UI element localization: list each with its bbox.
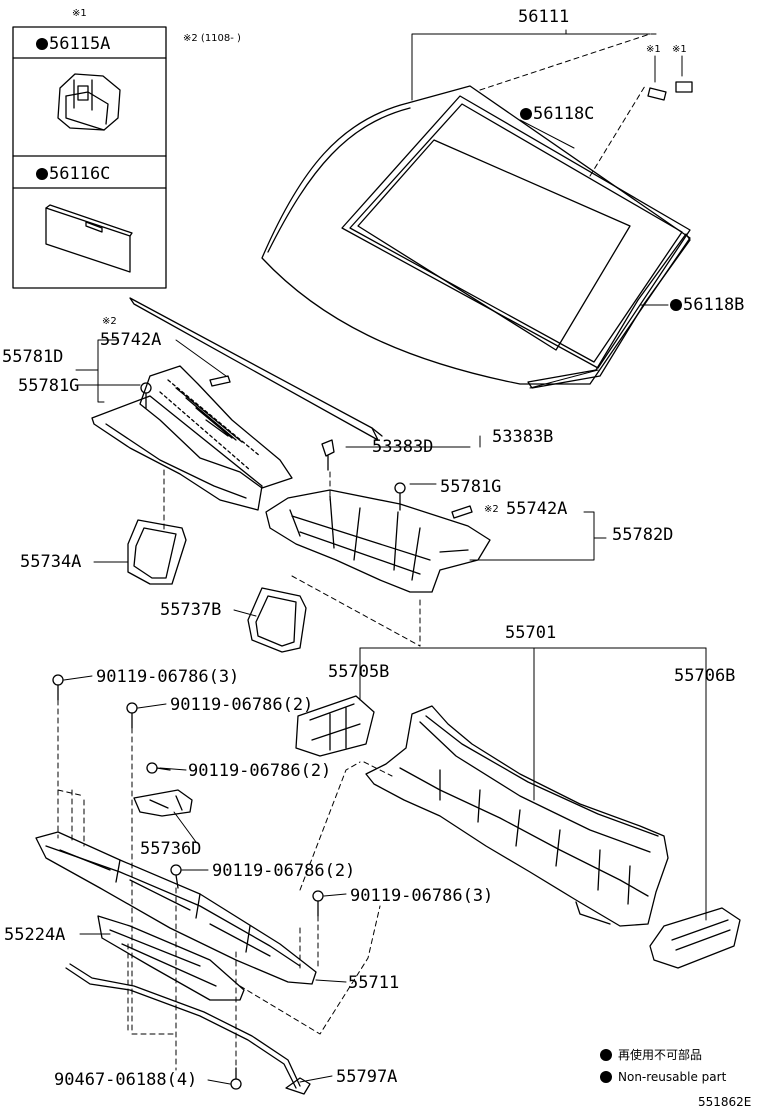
non-reusable-dot-icon [670, 299, 682, 311]
label-90467[interactable]: 90467-06188(4) [54, 1070, 198, 1090]
label-55742A-top[interactable]: 55742A [100, 330, 162, 350]
legend-en: Non-reusable part [600, 1068, 726, 1086]
label-56118B[interactable]: 56118B [670, 296, 744, 314]
label-56116C[interactable]: 56116C [36, 164, 110, 184]
inset-box [12, 26, 167, 289]
label-53383B[interactable]: 53383B [492, 427, 554, 447]
bracket-55706B [649, 907, 741, 969]
label-56115A[interactable]: 56115A [36, 34, 110, 54]
note-1-a: ※1 [646, 44, 661, 55]
label-55782D[interactable]: 55782D [612, 525, 674, 545]
fastener-55781G-mid [394, 482, 406, 511]
cable-55797A [65, 963, 311, 1095]
bracket-55736D [133, 789, 193, 817]
label-55706B[interactable]: 55706B [674, 666, 736, 686]
seal-55734A [127, 519, 187, 585]
non-reusable-dot-icon [520, 108, 532, 120]
windshield-glass [261, 85, 691, 385]
panel-55224A [97, 915, 245, 1001]
label-55224A[interactable]: 55224A [4, 925, 66, 945]
label-bolt-1[interactable]: 90119-06786(3) [96, 667, 240, 687]
label-55734A[interactable]: 55734A [20, 552, 82, 572]
strip-56116C-part [45, 204, 133, 273]
label-55742A-mid[interactable]: 55742A [506, 499, 568, 519]
label-55711[interactable]: 55711 [348, 973, 400, 993]
label-55797A[interactable]: 55797A [336, 1067, 398, 1087]
bolt-guides [57, 699, 381, 1071]
note-2-mid: ※2 [484, 504, 499, 515]
label-56111[interactable]: 56111 [518, 7, 570, 27]
label-55736D[interactable]: 55736D [140, 839, 202, 859]
label-bolt-2[interactable]: 90119-06786(2) [170, 695, 314, 715]
legend-jp: 再使用不可部品 [600, 1046, 702, 1064]
label-55705B[interactable]: 55705B [328, 662, 390, 682]
label-leaders [63, 369, 437, 1085]
non-reusable-dot-icon [36, 168, 48, 180]
leader-55701 [359, 647, 707, 921]
note-1-b: ※1 [672, 44, 687, 55]
note-2-range: ※2 (1108- ) [183, 33, 241, 44]
seal-55737B [247, 587, 307, 653]
label-55781D[interactable]: 55781D [2, 347, 64, 367]
label-55737B[interactable]: 55737B [160, 600, 222, 620]
fastener-55781G-top [140, 382, 152, 409]
figure-id: 551862E [698, 1095, 752, 1109]
clip-56115A-part [57, 73, 121, 131]
non-reusable-dot-icon [600, 1071, 612, 1083]
molding-56118B [527, 233, 691, 389]
weatherstrip-53383 [129, 297, 383, 441]
clip-small-parts [647, 81, 693, 101]
label-55701[interactable]: 55701 [505, 623, 557, 643]
bracket-55705B [295, 695, 375, 757]
label-53383D[interactable]: 53383D [372, 437, 434, 457]
leader-lines [411, 29, 683, 389]
cowl-vent-rh [265, 489, 491, 593]
label-bolt-5[interactable]: 90119-06786(3) [350, 886, 494, 906]
label-bolt-3[interactable]: 90119-06786(2) [188, 761, 332, 781]
alignment-lines [163, 469, 421, 647]
note-1-top: ※1 [72, 8, 87, 19]
cowl-panel-55701 [365, 705, 669, 927]
note-2-top: ※2 [102, 316, 117, 327]
label-55781G-mid[interactable]: 55781G [440, 477, 502, 497]
non-reusable-dot-icon [600, 1049, 612, 1061]
label-55781G-top[interactable]: 55781G [18, 376, 80, 396]
bolt-glyphs [52, 674, 324, 1090]
cowl-lower-55711 [35, 831, 317, 985]
molding-56118C [341, 95, 691, 369]
non-reusable-dot-icon [36, 38, 48, 50]
label-bolt-4[interactable]: 90119-06786(2) [212, 861, 356, 881]
cowl-vent-lh [91, 365, 293, 511]
label-56118C[interactable]: 56118C [520, 105, 594, 123]
